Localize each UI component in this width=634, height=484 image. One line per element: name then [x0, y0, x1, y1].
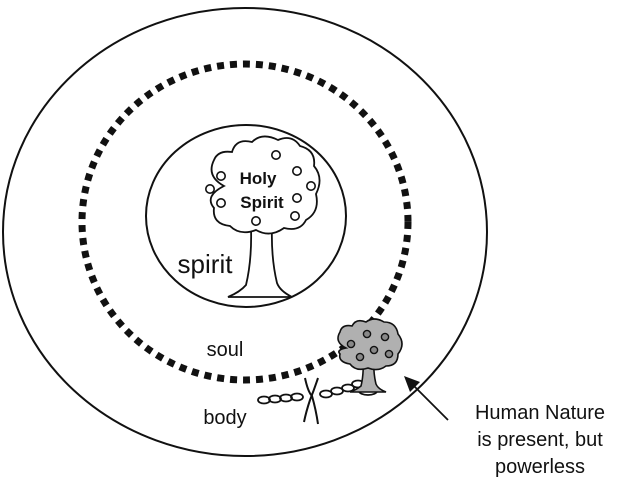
spirit-word-label: Spirit — [240, 193, 284, 212]
callout-arrow — [404, 376, 448, 420]
spirit-label: spirit — [178, 249, 234, 279]
callout-line-3: powerless — [495, 456, 585, 478]
soul-label: soul — [207, 339, 244, 361]
callout-line-1: Human Nature — [475, 402, 605, 424]
holy-label: Holy — [240, 169, 277, 188]
callout-line-2: is present, but — [477, 429, 603, 451]
broken-chain-icon — [304, 378, 318, 424]
chain-icon — [258, 394, 303, 404]
human-nature-tree-icon — [338, 319, 402, 392]
body-label: body — [203, 407, 246, 429]
